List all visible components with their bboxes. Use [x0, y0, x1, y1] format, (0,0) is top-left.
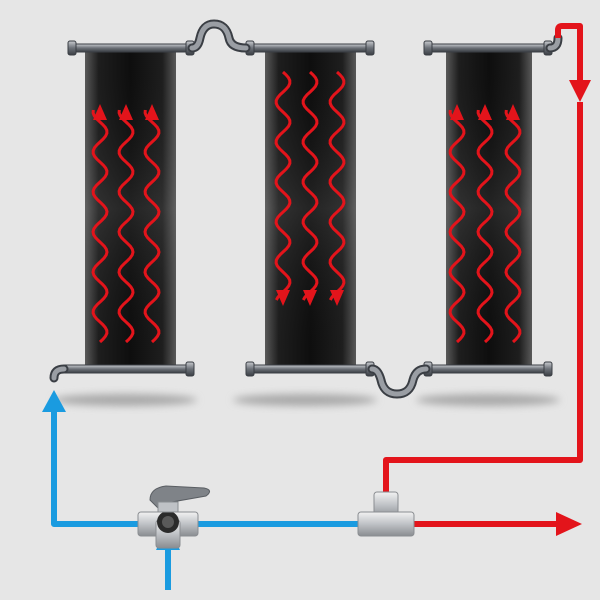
- flow-wave: [143, 109, 161, 344]
- flow-up-arrow-icon: [478, 104, 492, 120]
- hot-return-arrow-icon: [569, 80, 591, 102]
- tee-fitting-icon: [357, 491, 415, 537]
- flow-up-arrow-icon: [119, 104, 133, 120]
- flow-down-arrow-icon: [276, 290, 290, 306]
- three-way-valve-icon: [137, 485, 210, 549]
- flow-wave: [117, 109, 135, 344]
- flow-wave: [448, 109, 466, 344]
- panel-shadows: [53, 394, 560, 406]
- heat-flow-arrows: [91, 70, 522, 344]
- cold-inlet-arrow-icon: [42, 390, 66, 412]
- flow-up-arrow-icon: [506, 104, 520, 120]
- flow-down-arrow-icon: [303, 290, 317, 306]
- hot-outlet-line: [410, 512, 582, 536]
- hot-outlet-arrow-icon: [556, 512, 582, 536]
- flow-wave: [301, 70, 319, 301]
- flow-wave: [91, 109, 109, 344]
- flow-up-arrow-icon: [450, 104, 464, 120]
- flow-up-arrow-icon: [145, 104, 159, 120]
- solar-panels: [85, 52, 532, 365]
- flow-wave: [328, 70, 346, 301]
- flow-up-arrow-icon: [93, 104, 107, 120]
- flow-wave: [274, 70, 292, 301]
- flow-wave: [504, 109, 522, 344]
- connector-bends: [49, 19, 563, 399]
- flow-wave: [476, 109, 494, 344]
- hot-return-line: [383, 23, 591, 500]
- flow-down-arrow-icon: [330, 290, 344, 306]
